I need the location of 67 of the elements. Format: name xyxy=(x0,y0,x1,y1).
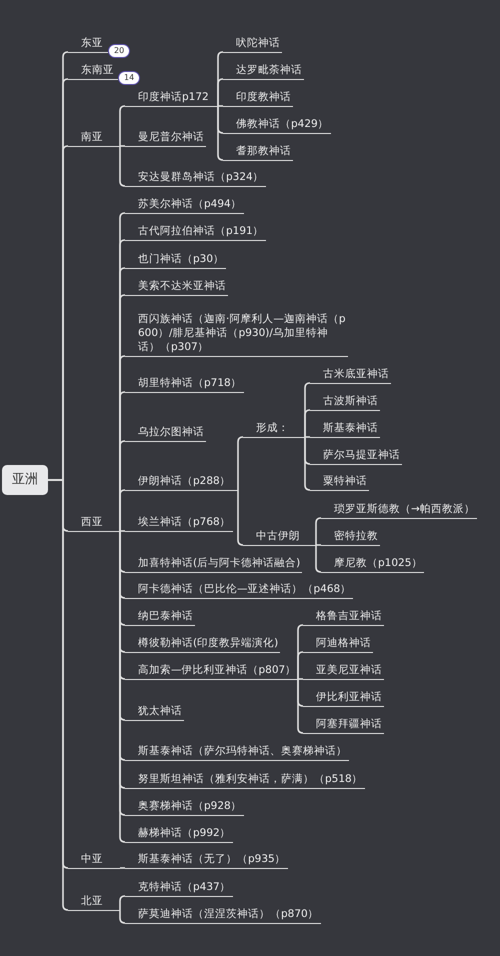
branch-topic: 阿迪格神话 xyxy=(303,636,373,653)
count-badge: 14 xyxy=(118,71,140,85)
branch-topic: 古代阿拉伯神话（p191） xyxy=(125,224,266,241)
count-badge: 20 xyxy=(108,44,130,58)
branch-topic: 达罗毗荼神话 xyxy=(223,63,304,80)
branch-topic: 樽彼勒神话(印度教异端演化) xyxy=(125,636,280,653)
branch-connector xyxy=(120,530,125,532)
branch-topic: 西亚 xyxy=(68,515,120,532)
branch-topic: 胡里特神话（p718） xyxy=(125,376,244,393)
branch-topic: 东亚 xyxy=(68,36,108,53)
branch-topic: 密特拉教 xyxy=(321,529,380,546)
branch-topic: 加喜特神话(后与阿卡德神话融合) xyxy=(125,556,302,573)
branch-topic: 北亚 xyxy=(68,894,120,911)
branch-topic: 南亚 xyxy=(68,130,120,147)
branch-topic: 赫梯神话（p992） xyxy=(125,826,233,843)
branch-connector xyxy=(120,145,125,147)
branch-topic: 安达曼群岛神话（p324） xyxy=(125,170,266,187)
branch-topic: 东南亚 xyxy=(68,63,118,80)
branch-connector xyxy=(217,78,224,106)
branch-topic: 伊比利亚神话 xyxy=(303,690,384,707)
branch-topic: 斯基泰神话（萨尔玛特神话、奥赛梯神话） xyxy=(125,744,349,761)
branch-topic: 阿塞拜疆神话 xyxy=(303,717,384,734)
branch-connector xyxy=(119,910,126,924)
branch-topic: 乌拉尔图神话 xyxy=(125,425,206,442)
branch-topic: 吠陀神话 xyxy=(223,36,282,53)
branch-connector xyxy=(316,544,321,546)
branch-topic: 曼尼普尔神话 xyxy=(125,130,206,147)
branch-topic: 奥赛梯神话（p928） xyxy=(125,799,244,816)
branch-topic: 斯基泰神话（无了）（p935） xyxy=(125,852,288,869)
root-topic: 亚洲 xyxy=(2,465,48,495)
branch-topic: 佛教神话（p429） xyxy=(223,117,331,134)
branch-topic: 努里斯坦神话（雅利安神话，萨满）（p518） xyxy=(125,772,365,789)
branch-connector xyxy=(119,489,126,531)
branch-connector xyxy=(119,895,126,910)
branch-topic: 纳巴泰神话 xyxy=(125,609,195,626)
branch-topic: 苏美尔神话（p494） xyxy=(125,197,244,214)
branch-topic: 阿卡德神话（巴比伦—亚述神话）（p468） xyxy=(125,582,354,599)
branch-connector xyxy=(297,651,304,679)
branch-topic: 格鲁吉亚神话 xyxy=(303,609,384,626)
branch-topic: 亚美尼亚神话 xyxy=(303,663,384,680)
branch-topic: 萨尔马提亚神话 xyxy=(310,448,402,465)
branch-topic: 琐罗亚斯德教（→帕西教派） xyxy=(321,502,477,519)
branch-topic: 形成： xyxy=(243,421,305,438)
branch-topic: 耆那教神话 xyxy=(223,144,293,161)
branch-topic: 印度神话p172 xyxy=(125,90,218,107)
branch-connector xyxy=(120,867,125,869)
branch-topic: 伊朗神话（p288） xyxy=(125,474,238,491)
branch-topic: 高加索—伊比利亚神话（p807） xyxy=(125,663,298,680)
branch-topic: 埃兰神话（p768） xyxy=(125,515,233,532)
branch-topic: 西闪族神话（迦南·阿摩利人—迦南神话（p600）/腓尼基神话（p930)/乌加里特神话）（p307） xyxy=(125,312,348,357)
branch-topic: 斯基泰神话 xyxy=(310,421,380,438)
branch-topic: 粟特神话 xyxy=(310,474,369,491)
branch-topic: 克特神话（p437） xyxy=(125,880,233,897)
branch-topic: 也门神话（p30） xyxy=(125,252,226,269)
branch-topic: 萨莫迪神话（涅涅茨神话）（p870） xyxy=(125,907,321,924)
branch-connector xyxy=(305,436,310,438)
branch-topic: 美索不达米亚神话 xyxy=(125,279,228,296)
branch-topic: 中古伊朗 xyxy=(243,529,316,546)
branch-connector xyxy=(218,105,223,107)
branch-connector xyxy=(304,409,310,437)
branch-topic: 古波斯神话 xyxy=(310,394,380,411)
branch-topic: 犹太神话 xyxy=(125,704,184,721)
branch-topic: 摩尼教（p1025） xyxy=(321,556,424,573)
branch-topic: 古米底亚神话 xyxy=(310,367,391,384)
branch-topic: 印度教神话 xyxy=(223,90,293,107)
branch-connector xyxy=(298,678,303,680)
branch-topic: 中亚 xyxy=(68,852,120,869)
